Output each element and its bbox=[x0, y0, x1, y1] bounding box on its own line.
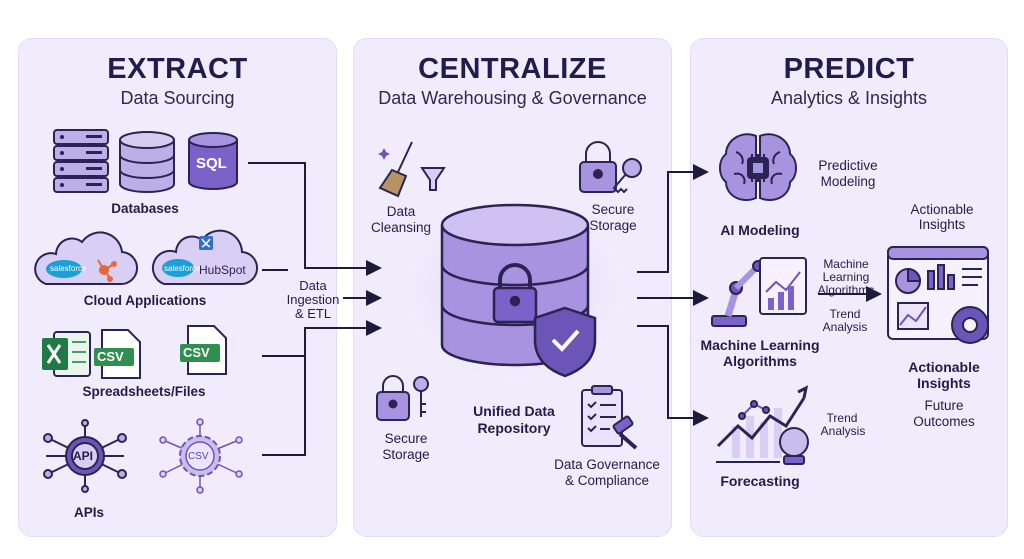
csv-gear-hub-icon bbox=[159, 418, 243, 494]
trend-small-2: Analysis bbox=[822, 320, 868, 334]
ml-label-2: Algorithms bbox=[723, 353, 797, 369]
hubspot-cloud-icon bbox=[151, 229, 258, 286]
cloud-applications-label: Cloud Applications bbox=[83, 293, 207, 308]
ml-small-3: Algorithms bbox=[817, 283, 875, 297]
ai-brain-chip-icon bbox=[719, 133, 797, 201]
csv-label-1: CSV bbox=[97, 349, 124, 364]
actionable-insights-top-1: Actionable bbox=[910, 202, 974, 217]
ingestion-label-2: Ingestion bbox=[286, 292, 340, 307]
governance-label-2: & Compliance bbox=[564, 473, 650, 488]
lock-key-icon-2 bbox=[376, 375, 429, 421]
extract-subtitle: Data Sourcing bbox=[120, 88, 235, 108]
repository-label-2: Repository bbox=[477, 420, 551, 436]
predictive-modeling-2: Modeling bbox=[820, 174, 876, 189]
apis-label: APIs bbox=[74, 505, 105, 520]
future-outcomes-1: Future bbox=[924, 398, 964, 413]
csv-hub-label: CSV bbox=[188, 451, 209, 462]
csv-label-2: CSV bbox=[183, 345, 210, 360]
databases-label: Databases bbox=[111, 201, 179, 216]
spreadsheets-label: Spreadsheets/Files bbox=[82, 384, 206, 399]
cleansing-label-1: Data bbox=[386, 204, 416, 219]
unified-repository-icon bbox=[395, 190, 635, 390]
actionable-insights-bold-1: Actionable bbox=[908, 359, 980, 375]
actionable-insights-bold-2: Insights bbox=[917, 375, 971, 391]
ingestion-label-1: Data bbox=[299, 278, 327, 293]
predict-subtitle: Analytics & Insights bbox=[770, 88, 928, 108]
ml-label-1: Machine Learning bbox=[700, 337, 820, 353]
trend-analysis-1: Trend bbox=[826, 411, 858, 425]
forecasting-label: Forecasting bbox=[720, 473, 800, 489]
forecast-chart-crystal-ball-icon bbox=[716, 385, 809, 465]
predict-title: PREDICT bbox=[783, 53, 915, 85]
centralize-subtitle: Data Warehousing & Governance bbox=[378, 88, 647, 108]
repository-label-1: Unified Data bbox=[473, 403, 555, 419]
robot-arm-chart-icon bbox=[711, 257, 807, 327]
api-label: API bbox=[73, 449, 94, 463]
governance-label-1: Data Governance bbox=[554, 457, 660, 472]
database-icon bbox=[119, 131, 175, 193]
cleansing-label-2: Cleansing bbox=[370, 220, 432, 235]
secure-storage-top-1: Secure bbox=[591, 202, 635, 217]
predictive-modeling-1: Predictive bbox=[818, 158, 878, 173]
excel-file-icon bbox=[42, 331, 91, 377]
hubspot-label: HubSpot bbox=[199, 263, 246, 277]
dashboard-gear-icon bbox=[887, 246, 989, 344]
csv-file-icon bbox=[94, 329, 141, 379]
lock-key-icon bbox=[579, 141, 642, 194]
future-outcomes-2: Outcomes bbox=[913, 414, 975, 429]
ingestion-label-3: & ETL bbox=[294, 306, 332, 321]
centralize-title: CENTRALIZE bbox=[418, 53, 607, 85]
server-rack-icon bbox=[53, 129, 109, 193]
csv-file-icon-2 bbox=[180, 325, 227, 375]
secure-storage-bottom-1: Secure bbox=[384, 431, 428, 446]
secure-storage-bottom-2: Storage bbox=[382, 447, 430, 462]
salesforce-hubspot-cloud-icon bbox=[34, 231, 138, 286]
sql-label: SQL bbox=[196, 155, 227, 172]
broom-funnel-icon bbox=[378, 141, 446, 198]
salesforce-label-2: salesforce bbox=[164, 264, 201, 273]
ai-modeling-label: AI Modeling bbox=[720, 222, 800, 238]
trend-small-1: Trend bbox=[829, 307, 861, 321]
ml-small-2: Learning bbox=[822, 270, 870, 284]
api-hub-icon bbox=[43, 419, 127, 493]
governance-clipboard-icon bbox=[581, 385, 638, 450]
salesforce-label: salesforce bbox=[50, 264, 87, 273]
trend-analysis-2: Analysis bbox=[820, 424, 866, 438]
sql-database-icon bbox=[188, 132, 238, 190]
actionable-insights-top-2: Insights bbox=[918, 217, 966, 232]
extract-title: EXTRACT bbox=[107, 53, 248, 85]
ml-small-1: Machine bbox=[823, 257, 869, 271]
